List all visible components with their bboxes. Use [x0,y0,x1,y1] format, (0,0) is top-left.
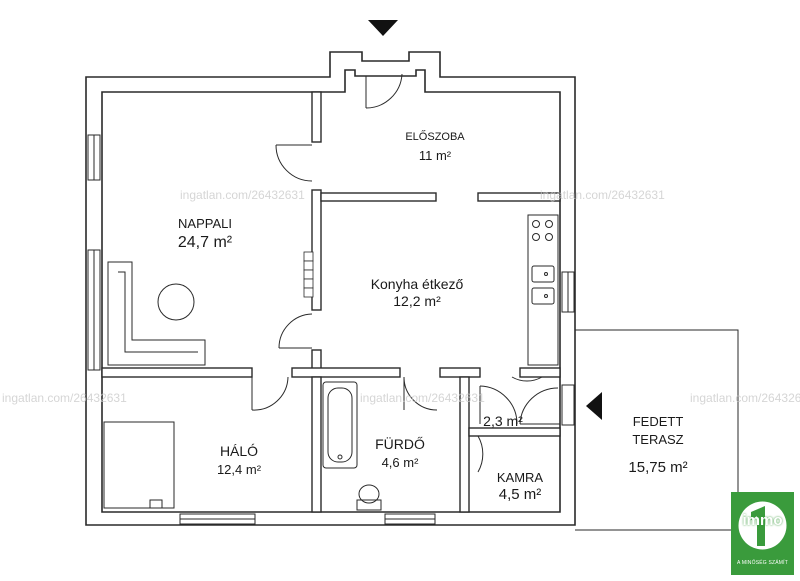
logo-word: immo [742,512,783,529]
room-name: FÜRDŐ [375,436,425,452]
room-name: FEDETT [632,414,684,429]
room-name: ELŐSZOBA [405,131,465,143]
room-label-nappali: NAPPALI 24,7 m² [160,216,250,252]
watermark: ingatlan.com/26432631 [2,391,127,405]
room-area: 12,4 m² [216,462,262,477]
room-label-konyha: Konyha étkező 12,2 m² [352,276,482,309]
interior-walls [101,91,561,513]
room-name: Konyha étkező [370,276,464,292]
room-area: 24,7 m² [177,234,233,251]
logo-tagline: A MINŐSÉG SZÁMÍT [737,560,788,566]
room-label-eloszoba: ELŐSZOBA 11 m² [390,131,480,163]
immo-logo: immo A MINŐSÉG SZÁMÍT [731,492,794,575]
room-area: 12,2 m² [393,293,441,309]
room-label-terasz: FEDETT TERASZ 15,75 m² [608,414,708,476]
windows [87,134,575,525]
room-name: HÁLÓ [219,443,259,459]
room-label-halo: HÁLÓ 12,4 m² [194,443,284,477]
room-label-kamra: KAMRA 4,5 m² [482,470,558,503]
room-area: 11 m² [418,148,452,163]
kitchen-counter [527,214,559,366]
watermark: ingatlan.com/26432631 [180,188,305,202]
door-swings [251,73,560,473]
outer-walls [85,51,576,526]
room-area: 4,6 m² [381,455,419,470]
room-area: 4,5 m² [498,486,542,503]
room-name: KAMRA [496,470,544,485]
room-name: TERASZ [632,432,684,447]
chimney-grid [303,251,314,298]
watermark: ingatlan.com/26432631 [360,391,485,405]
bathroom-fixtures [322,381,382,511]
bed [103,421,175,509]
logo-badge-icon [738,501,787,550]
room-label-hall: 2,3 m² [474,413,532,429]
watermark: ingatlan.com/26432631 [690,391,800,405]
room-label-furdo: FÜRDŐ 4,6 m² [360,436,440,470]
terrace-outline [575,329,739,531]
corner-seating [107,261,206,366]
watermark: ingatlan.com/26432631 [540,188,665,202]
room-name: NAPPALI [178,216,232,231]
room-area: 15,75 m² [628,459,688,476]
entrance-arrow-icons [368,20,602,420]
room-area: 2,3 m² [483,413,523,429]
